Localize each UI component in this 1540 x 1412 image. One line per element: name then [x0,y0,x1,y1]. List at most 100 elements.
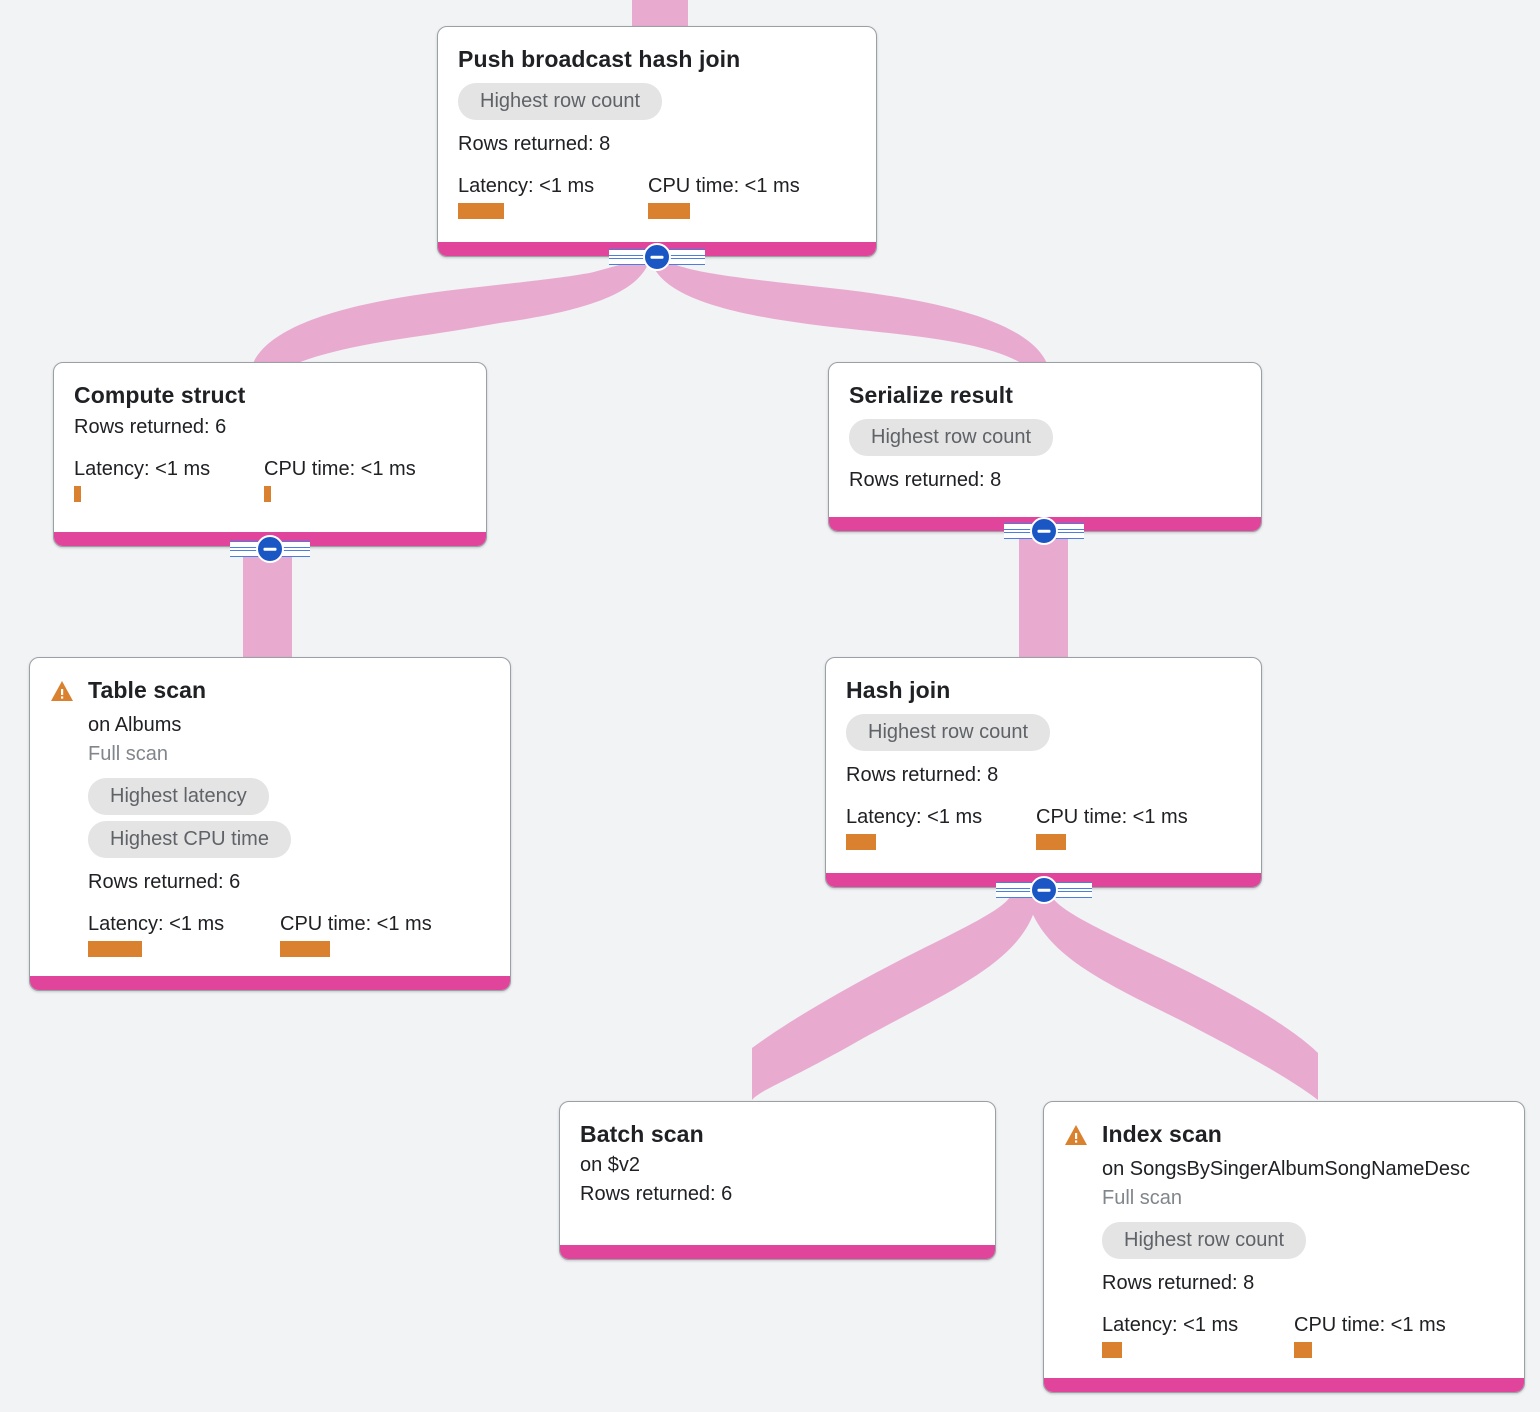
badge-row: Highest row count [458,75,856,120]
metric-latency-bar [88,941,142,957]
metric-latency: Latency: <1 ms [846,805,1036,850]
node-push-broadcast-hash-join[interactable]: Push broadcast hash join Highest row cou… [437,26,877,257]
node-title-row: Serialize result [849,381,1241,409]
warning-triangle-icon [51,681,73,701]
metric-latency: Latency: <1 ms [74,457,264,502]
metric-cpu-time: CPU time: <1 ms [1036,805,1188,850]
node-title: Index scan [1102,1121,1222,1147]
metric-cpu-time: CPU time: <1 ms [648,174,800,219]
metric-latency-bar [1102,1342,1122,1358]
metric-latency: Latency: <1 ms [458,174,648,219]
metric-cpu-time: CPU time: <1 ms [264,457,416,502]
node-title: Push broadcast hash join [458,46,741,72]
rows-returned: Rows returned: 8 [458,133,611,155]
metric-latency-label: Latency: <1 ms [88,913,225,935]
badge-row: Highest row count [1102,1214,1504,1259]
metric-latency-bar [846,834,876,850]
node-table-scan[interactable]: Table scan on Albums Full scan Highest l… [29,657,511,991]
metric-cpu-time-bar [648,203,690,219]
node-title: Compute struct [74,382,246,408]
node-batch-scan[interactable]: Batch scan on $v2 Rows returned: 6 [559,1101,996,1260]
badge-highest-row-count: Highest row count [849,419,1054,456]
metric-latency-label: Latency: <1 ms [458,175,595,197]
node-title-row: Hash join [846,676,1241,704]
badge-highest-latency: Highest latency [88,778,269,815]
collapse-toggle-compute-struct[interactable] [230,535,310,563]
node-index-scan[interactable]: Index scan on SongsBySingerAlbumSongName… [1043,1101,1525,1393]
node-title-row: Batch scan [580,1120,975,1148]
node-content: Compute struct Rows returned: 6 Latency:… [54,363,486,512]
metric-cpu-time-label: CPU time: <1 ms [1294,1314,1446,1336]
metrics-row: Latency: <1 ms CPU time: <1 ms [458,174,856,219]
edge-hash-join-to-index-scan [1026,893,1318,1100]
metric-latency-bar [458,203,504,219]
minus-circle-icon[interactable] [1030,517,1058,545]
node-details: on SongsBySingerAlbumSongNameDesc Full s… [1064,1154,1504,1358]
metrics-row: Latency: <1 ms CPU time: <1 ms [74,457,466,502]
edge-serialize-result-to-hash-join [1019,532,1068,662]
node-title-row: Index scan [1064,1120,1504,1148]
badge-row-2: Highest CPU time [88,813,490,858]
scan-kind: Full scan [1102,1187,1183,1209]
node-content: Table scan on Albums Full scan Highest l… [30,658,510,967]
edge-compute-struct-to-table-scan [243,548,292,662]
node-compute-struct[interactable]: Compute struct Rows returned: 6 Latency:… [53,362,487,547]
metric-latency-label: Latency: <1 ms [74,458,211,480]
rows-returned: Rows returned: 6 [580,1183,733,1205]
node-title-row: Push broadcast hash join [458,45,856,73]
metric-cpu-time-bar [1036,834,1066,850]
node-content: Batch scan on $v2 Rows returned: 6 [560,1102,995,1218]
node-content: Index scan on SongsBySingerAlbumSongName… [1044,1102,1524,1368]
collapse-toggle-hash-join[interactable] [996,876,1092,904]
minus-circle-icon[interactable] [1030,876,1058,904]
rows-returned: Rows returned: 6 [74,416,227,438]
metric-cpu-time-bar [280,941,330,957]
metric-cpu-time: CPU time: <1 ms [280,912,432,957]
metrics-row: Latency: <1 ms CPU time: <1 ms [846,805,1241,850]
node-content: Serialize result Highest row count Rows … [829,363,1261,504]
node-title-row: Compute struct [74,381,466,409]
node-serialize-result[interactable]: Serialize result Highest row count Rows … [828,362,1262,532]
node-footer-bar [30,976,510,990]
node-footer-bar [560,1245,995,1259]
collapse-toggle-serialize-result[interactable] [1004,517,1084,545]
badge-highest-row-count: Highest row count [458,83,663,120]
node-content: Hash join Highest row count Rows returne… [826,658,1261,860]
badge-row: Highest row count [849,411,1241,456]
rows-returned: Rows returned: 6 [88,871,241,893]
node-subtitle: on $v2 [580,1154,641,1176]
metric-cpu-time-label: CPU time: <1 ms [264,458,416,480]
metric-latency-label: Latency: <1 ms [846,806,983,828]
minus-circle-icon[interactable] [643,243,671,271]
metric-cpu-time-bar [1294,1342,1312,1358]
node-details: on Albums Full scan Highest latency High… [50,710,490,957]
metric-cpu-time-label: CPU time: <1 ms [648,175,800,197]
metric-latency: Latency: <1 ms [1102,1313,1294,1358]
metrics-row: Latency: <1 ms CPU time: <1 ms [88,912,490,957]
badge-highest-cpu-time: Highest CPU time [88,821,291,858]
node-title: Hash join [846,677,951,703]
badge-highest-row-count: Highest row count [1102,1222,1307,1259]
rows-returned: Rows returned: 8 [846,764,999,786]
metric-cpu-time-label: CPU time: <1 ms [1036,806,1188,828]
rows-returned: Rows returned: 8 [849,469,1002,491]
metric-latency-label: Latency: <1 ms [1102,1314,1239,1336]
node-title: Batch scan [580,1121,704,1147]
node-title: Table scan [88,677,207,703]
metric-cpu-time: CPU time: <1 ms [1294,1313,1446,1358]
badge-row: Highest row count [846,706,1241,751]
metric-latency-bar [74,486,81,502]
node-title-row: Table scan [50,676,490,704]
edge-hash-join-to-batch-scan [752,893,1038,1100]
node-footer-bar [1044,1378,1524,1392]
metric-cpu-time-label: CPU time: <1 ms [280,913,432,935]
badge-highest-row-count: Highest row count [846,714,1051,751]
minus-circle-icon[interactable] [256,535,284,563]
node-hash-join[interactable]: Hash join Highest row count Rows returne… [825,657,1262,888]
rows-returned: Rows returned: 8 [1102,1272,1255,1294]
warning-triangle-icon [1065,1125,1087,1145]
metric-cpu-time-bar [264,486,271,502]
badge-row: Highest latency [88,770,490,815]
collapse-toggle-push-broadcast-hash-join[interactable] [609,243,705,271]
